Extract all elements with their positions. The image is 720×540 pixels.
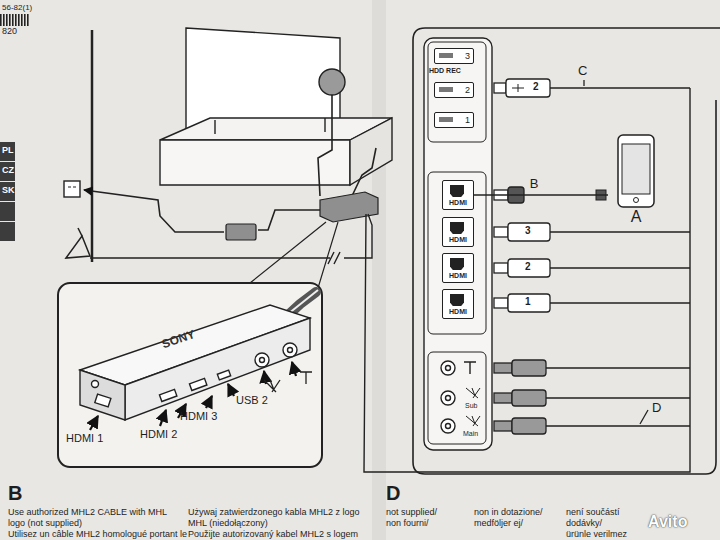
barcode: [0, 14, 30, 26]
port-label: HDMI: [449, 272, 467, 280]
port-label: 2: [465, 85, 470, 95]
panel-frame: [413, 28, 720, 474]
language-tab: PL: [2, 145, 14, 156]
hdmi-port: HDMI: [442, 217, 474, 247]
cable-connector: [474, 194, 608, 196]
port-label: 3: [465, 51, 470, 61]
cable-number: 2: [525, 261, 531, 273]
antenna-cable: [90, 214, 372, 264]
port-name: USB 2: [236, 394, 268, 407]
instruction-text: Use authorized MHL2 CABLE with MHL logo …: [8, 507, 186, 529]
zoom-frame: [58, 283, 322, 467]
hdmi-port: HDMI: [442, 289, 474, 319]
tv-rear-panel: [424, 38, 492, 450]
watermark: Avito: [648, 512, 687, 531]
note-text: non in dotazione/: [474, 507, 543, 518]
usb-port: 1: [434, 112, 474, 128]
note-text: medföljer ej/: [474, 518, 523, 529]
document-code: 56-82(1): [2, 3, 32, 13]
note-text: ürünle verilmez: [566, 529, 627, 540]
port-name: Main: [463, 430, 478, 438]
port-name: Sub: [465, 402, 477, 410]
usb-cable: [494, 79, 690, 97]
hdmi-slot: [450, 258, 464, 270]
usb-port: 2: [434, 82, 474, 98]
port-label: HDMI: [449, 199, 467, 207]
section-letter: D: [386, 481, 400, 505]
note-text: not supplied/: [386, 507, 437, 518]
hub-closeup: [80, 290, 318, 420]
barcode-number: 820: [2, 26, 17, 37]
hdmi-cable-plugs: [494, 187, 690, 312]
port-name: HDMI 1: [66, 432, 103, 445]
port-name: HDMI 3: [180, 410, 217, 423]
hdmi-slot: [450, 294, 464, 306]
hdmi-slot: [450, 222, 464, 234]
usb-port: 3: [434, 48, 474, 64]
instruction-text: Použijte autorizovaný kabel MHL2 s logem: [188, 529, 358, 540]
port-label: HDMI: [449, 236, 467, 244]
usb-slot: [439, 53, 453, 58]
note-text: non fourni/: [386, 518, 429, 529]
cable-number: 2: [533, 81, 539, 93]
wall: [91, 30, 94, 262]
smartphone-drawing: [614, 134, 658, 208]
zoom-leader: [250, 222, 338, 288]
cable-letter: D: [652, 400, 661, 416]
port-pointers: [90, 362, 296, 430]
coax-ports: [441, 361, 480, 433]
hdmi-slot: [450, 185, 464, 197]
smartphone: A: [608, 134, 664, 232]
wall-socket: [64, 181, 80, 197]
port-name: HDD REC: [429, 67, 461, 75]
hdmi-port: HDMI: [442, 180, 474, 210]
port-label: 1: [465, 115, 470, 125]
coax-cables: [494, 360, 690, 434]
port-label: HDMI: [449, 308, 467, 316]
note-text: není součástí: [566, 507, 620, 518]
page-fold: [372, 0, 386, 540]
power-adapter: [226, 224, 256, 240]
instruction-text: Utilisez un câble MHL2 homologué portant…: [8, 529, 187, 540]
tv-set: [160, 28, 392, 185]
usb-slot: [439, 117, 453, 122]
note-text: dodávky/: [566, 518, 602, 529]
language-tab: CZ: [2, 165, 14, 176]
brand-logo: SONY: [160, 327, 197, 352]
language-tabs: [0, 142, 15, 241]
callout-letter: A: [631, 208, 642, 226]
cable-letter: C: [578, 63, 587, 79]
antenna-symbol: [66, 228, 90, 258]
section-letter: B: [8, 481, 22, 505]
port-name: HDMI 2: [140, 428, 177, 441]
cable-number: 3: [525, 225, 531, 237]
usb-slot: [439, 87, 453, 92]
instruction-text: Używaj zatwierdzonego kabla MHL2 z logo …: [188, 507, 364, 529]
language-tab: SK: [2, 185, 15, 196]
cable-number: 1: [525, 296, 531, 308]
cable-letter: B: [528, 176, 541, 192]
input-symbols: [264, 372, 312, 392]
hdmi-port: HDMI: [442, 253, 474, 283]
